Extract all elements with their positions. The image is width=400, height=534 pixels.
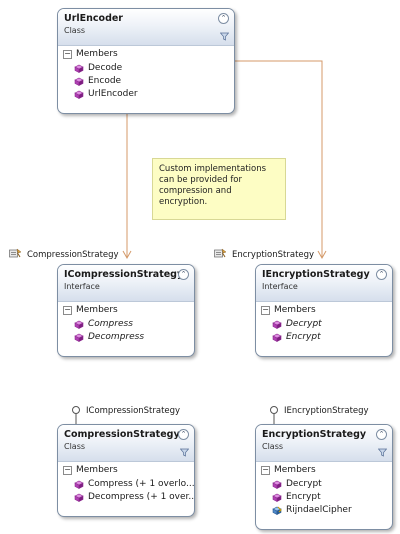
- member-label: Decode: [88, 63, 123, 73]
- collapse-chevron-icon[interactable]: ⌃: [376, 429, 387, 440]
- compression-strategy-class-box[interactable]: CompressionStrategy Class ⌃ − Members Co…: [57, 424, 195, 517]
- url-encoder-kind: Class: [64, 26, 86, 35]
- comment-note[interactable]: Custom implementations can be provided f…: [152, 158, 286, 220]
- member-rijndael-cipher[interactable]: RijndaelCipher: [256, 504, 392, 517]
- field-icon: [272, 506, 282, 515]
- member-encode[interactable]: Encode: [58, 75, 234, 88]
- method-icon: [272, 320, 282, 329]
- members-label: Members: [274, 465, 316, 475]
- members-label: Members: [274, 305, 316, 315]
- interface-lollipop-icon: [72, 406, 80, 425]
- method-icon: [74, 64, 84, 73]
- member-label: Encode: [88, 76, 122, 86]
- members-label: Members: [76, 465, 118, 475]
- member-compress[interactable]: Compress (+ 1 overlo...: [58, 478, 194, 491]
- compression-strategy-kind: Class: [64, 442, 86, 451]
- method-icon: [74, 320, 84, 329]
- url-encoder-header: UrlEncoder Class ⌃: [58, 9, 234, 46]
- encryption-association-arrowhead: [317, 250, 327, 260]
- encryption-strategy-header: EncryptionStrategy Class ⌃: [256, 425, 392, 462]
- compression-strategy-title: CompressionStrategy: [64, 429, 180, 440]
- filter-icon[interactable]: [180, 448, 189, 457]
- members-section-header[interactable]: − Members: [256, 302, 392, 318]
- collapse-chevron-icon[interactable]: ⌃: [178, 269, 189, 280]
- member-label: Decrypt: [286, 319, 322, 329]
- member-encrypt[interactable]: Encrypt: [256, 331, 392, 344]
- compression-strategy-header: CompressionStrategy Class ⌃: [58, 425, 194, 462]
- member-label: Decrypt: [286, 479, 322, 489]
- encryption-strategy-title: EncryptionStrategy: [262, 429, 367, 440]
- members-section-header[interactable]: − Members: [58, 462, 194, 478]
- interface-lollipop-icon: [270, 406, 278, 425]
- icompression-strategy-kind: Interface: [64, 282, 100, 291]
- filter-icon[interactable]: [220, 32, 229, 41]
- member-label: Encrypt: [286, 492, 321, 502]
- method-icon: [74, 480, 84, 489]
- members-section-header[interactable]: − Members: [256, 462, 392, 478]
- iencryption-strategy-header: IEncryptionStrategy Interface ⌃: [256, 265, 392, 302]
- member-decrypt[interactable]: Decrypt: [256, 318, 392, 331]
- members-label: Members: [76, 49, 118, 59]
- member-label: RijndaelCipher: [286, 505, 352, 515]
- member-label: UrlEncoder: [88, 89, 138, 99]
- url-encoder-class-box[interactable]: UrlEncoder Class ⌃ − Members Decode Enco…: [57, 8, 235, 114]
- member-label: Compress (+ 1 overlo...: [88, 479, 195, 489]
- encryption-association-label[interactable]: EncryptionStrategy: [232, 250, 315, 260]
- method-icon: [272, 480, 282, 489]
- collapse-minus-icon[interactable]: −: [63, 49, 72, 59]
- icompression-strategy-header: ICompressionStrategy Interface ⌃: [58, 265, 194, 302]
- member-decompress[interactable]: Decompress: [58, 331, 194, 344]
- collapse-minus-icon[interactable]: −: [63, 305, 72, 315]
- encryption-strategy-class-box[interactable]: EncryptionStrategy Class ⌃ − Members Dec…: [255, 424, 393, 530]
- collapse-chevron-icon[interactable]: ⌃: [178, 429, 189, 440]
- collapse-chevron-icon[interactable]: ⌃: [218, 13, 229, 24]
- compression-association-arrowhead: [122, 250, 132, 260]
- member-compress[interactable]: Compress: [58, 318, 194, 331]
- member-decrypt[interactable]: Decrypt: [256, 478, 392, 491]
- member-label: Decompress: [88, 332, 145, 342]
- member-label: Encrypt: [286, 332, 321, 342]
- compression-association-label[interactable]: CompressionStrategy: [27, 250, 119, 260]
- method-icon: [272, 333, 282, 342]
- method-icon: [272, 493, 282, 502]
- member-label: Compress: [88, 319, 133, 329]
- property-icon: [214, 248, 227, 259]
- url-encoder-title: UrlEncoder: [64, 13, 123, 24]
- icompression-strategy-interface-box[interactable]: ICompressionStrategy Interface ⌃ − Membe…: [57, 264, 195, 357]
- member-decompress[interactable]: Decompress (+ 1 over...: [58, 491, 194, 504]
- members-section-header[interactable]: − Members: [58, 302, 194, 318]
- iencryption-strategy-kind: Interface: [262, 282, 298, 291]
- member-label: Decompress (+ 1 over...: [88, 492, 195, 502]
- member-encrypt[interactable]: Encrypt: [256, 491, 392, 504]
- icompression-strategy-title: ICompressionStrategy: [64, 269, 184, 280]
- collapse-minus-icon[interactable]: −: [261, 465, 270, 475]
- collapse-minus-icon[interactable]: −: [261, 305, 270, 315]
- filter-icon[interactable]: [378, 448, 387, 457]
- members-section-header[interactable]: − Members: [58, 46, 234, 62]
- encryption-association-line[interactable]: [234, 60, 323, 258]
- method-icon: [74, 90, 84, 99]
- member-decode[interactable]: Decode: [58, 62, 234, 75]
- collapse-minus-icon[interactable]: −: [63, 465, 72, 475]
- method-icon: [74, 333, 84, 342]
- iencryption-strategy-interface-box[interactable]: IEncryptionStrategy Interface ⌃ − Member…: [255, 264, 393, 357]
- members-label: Members: [76, 305, 118, 315]
- compression-lollipop-label[interactable]: ICompressionStrategy: [86, 406, 181, 416]
- encryption-strategy-kind: Class: [262, 442, 284, 451]
- iencryption-strategy-title: IEncryptionStrategy: [262, 269, 370, 280]
- member-url-encoder[interactable]: UrlEncoder: [58, 88, 234, 101]
- collapse-chevron-icon[interactable]: ⌃: [376, 269, 387, 280]
- encryption-lollipop-label[interactable]: IEncryptionStrategy: [284, 406, 369, 416]
- method-icon: [74, 493, 84, 502]
- property-icon: [9, 248, 22, 259]
- method-icon: [74, 77, 84, 86]
